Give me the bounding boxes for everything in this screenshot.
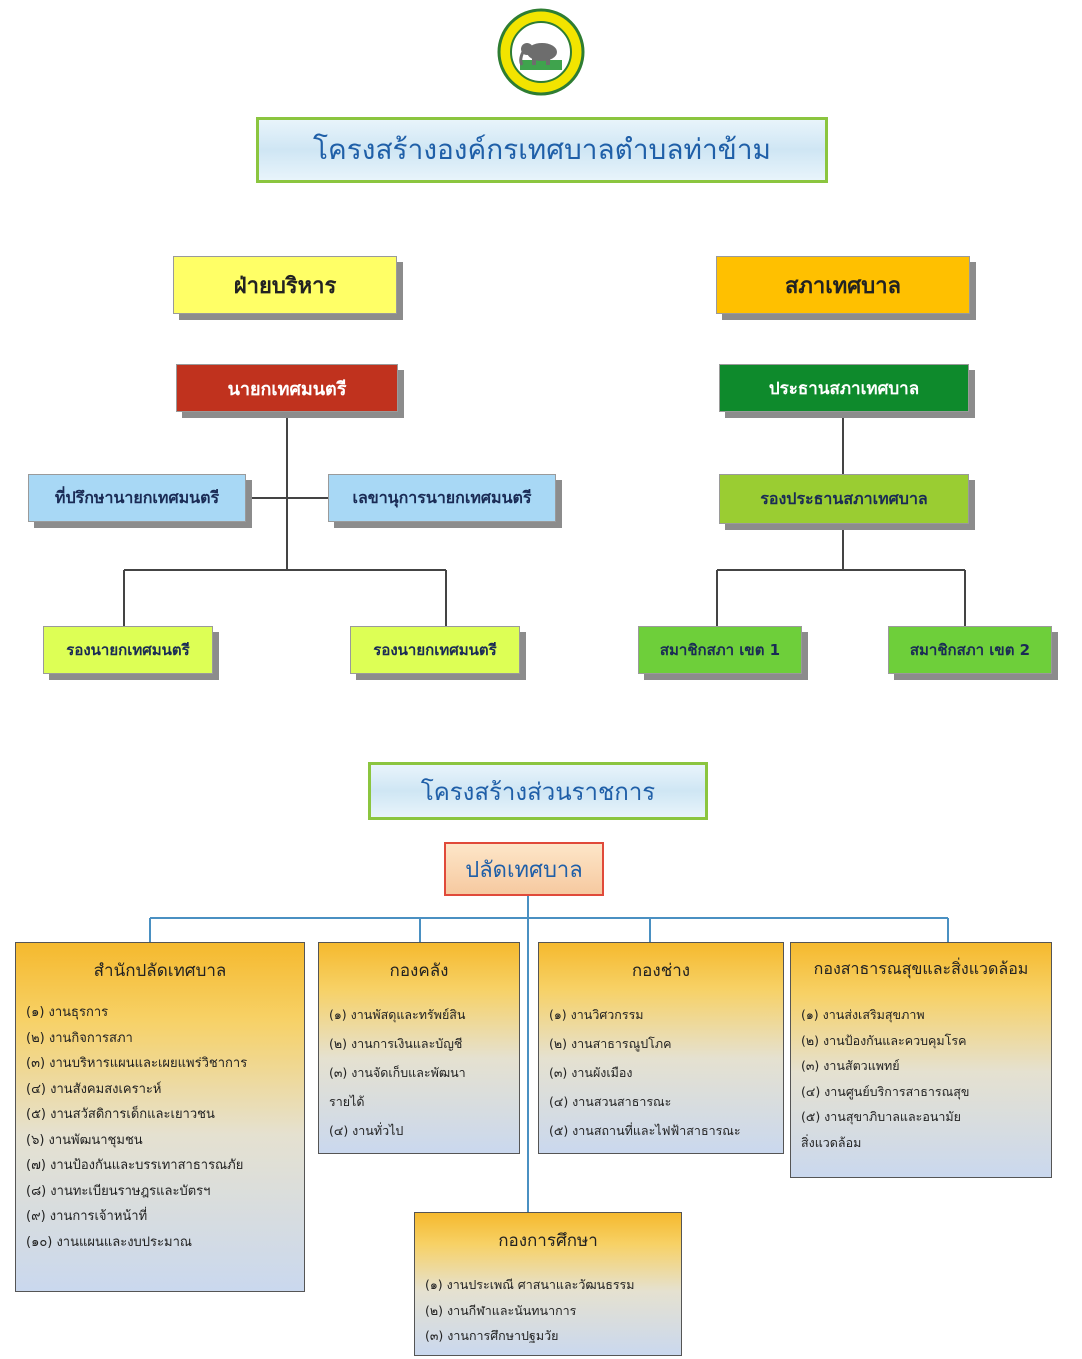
list-item: (๔) งานสวนสาธารณะ — [549, 1094, 672, 1109]
list-item: (๑) งานพัสดุและทรัพย์สิน — [329, 1007, 466, 1022]
department-education: กองการศึกษา (๑) งานประเพณี ศาสนาและวัฒนธ… — [414, 1212, 682, 1356]
clerk-box: ปลัดเทศบาล — [444, 842, 604, 896]
list-item: (๗) งานป้องกันและบรรเทาสาธารณภัย — [26, 1158, 244, 1173]
list-item: (๔) งานทั่วไป — [329, 1123, 404, 1138]
list-item: (๒) งานกีฬาและนันทนาการ — [425, 1302, 577, 1318]
list-item: (๓) งานบริหารแผนและเผยแพร่วิชาการ — [26, 1056, 248, 1071]
mayor-secretary-box: เลขานุการนายกเทศมนตรี — [328, 474, 556, 522]
org-title-text: โครงสร้างองค์กรเทศบาลตำบลท่าข้าม — [312, 133, 771, 166]
council-member-box-1: สมาชิกสภา เขต 1 — [638, 626, 802, 674]
list-item: (๔) งานศูนย์บริการสาธารณสุข — [801, 1083, 970, 1099]
list-item: (๘) งานทะเบียนราษฎรและบัตรฯ — [26, 1183, 211, 1199]
department-name: กองการศึกษา — [498, 1231, 598, 1251]
list-item: (๑) งานวิศวกรรม — [549, 1007, 644, 1022]
list-item: (๒) งานสาธารณูปโภค — [549, 1036, 672, 1051]
executive-header: ฝ่ายบริหาร — [173, 256, 397, 314]
department-name: สำนักปลัดเทศบาล — [93, 961, 227, 981]
government-title: โครงสร้างส่วนราชการ — [368, 762, 708, 820]
list-item: (๑) งานธุรการ — [26, 1005, 109, 1020]
mayor-box: นายกเทศมนตรี — [176, 364, 398, 412]
list-item: (๒) งานการเงินและบัญชี — [329, 1036, 463, 1051]
list-item: (๓) งานจัดเก็บและพัฒนา — [329, 1065, 466, 1080]
department-finance: กองคลัง (๑) งานพัสดุและทรัพย์สิน (๒) งาน… — [318, 942, 520, 1154]
list-item: (๑) งานส่งเสริมสุขภาพ — [801, 1007, 925, 1022]
list-item: สิ่งแวดล้อม — [801, 1134, 862, 1150]
list-item: (๒) งานกิจการสภา — [26, 1030, 133, 1046]
list-item: (๑๐) งานแผนและงบประมาณ — [26, 1234, 192, 1250]
list-item: (๖) งานพัฒนาชุมชน — [26, 1132, 143, 1148]
org-title: โครงสร้างองค์กรเทศบาลตำบลท่าข้าม — [256, 117, 828, 183]
list-item: (๑) งานประเพณี ศาสนาและวัฒนธรรม — [425, 1277, 635, 1292]
department-engineering: กองช่าง (๑) งานวิศวกรรม (๒) งานสาธารณูปโ… — [538, 942, 784, 1154]
list-item: (๓) งานการศึกษาปฐมวัย — [425, 1328, 559, 1343]
list-item: รายได้ — [329, 1094, 365, 1109]
department-name: กองช่าง — [631, 961, 691, 981]
list-item: (๕) งานสถานที่และไฟฟ้าสาธารณะ — [549, 1123, 741, 1138]
deputy-mayor-box-2: รองนายกเทศมนตรี — [350, 626, 520, 674]
list-item: (๒) งานป้องกันและควบคุมโรค — [801, 1032, 967, 1048]
municipal-seal — [496, 8, 586, 96]
list-item: (๔) งานสังคมสงเคราะห์ — [26, 1081, 162, 1097]
list-item: (๙) งานการเจ้าหน้าที่ — [26, 1209, 148, 1224]
department-name: กองคลัง — [389, 961, 449, 981]
department-public-health: กองสาธารณสุขและสิ่งแวดล้อม (๑) งานส่งเสร… — [790, 942, 1052, 1178]
list-item: (๕) งานสวัสดิการเด็กและเยาวชน — [26, 1107, 215, 1122]
deputy-mayor-box-1: รองนายกเทศมนตรี — [43, 626, 213, 674]
department-name: กองสาธารณสุขและสิ่งแวดล้อม — [813, 959, 1029, 978]
list-item: (๓) งานผังเมือง — [549, 1065, 633, 1080]
council-vice-president-box: รองประธานสภาเทศบาล — [719, 474, 969, 524]
council-member-box-2: สมาชิกสภา เขต 2 — [888, 626, 1052, 674]
department-office-of-clerk: สำนักปลัดเทศบาล (๑) งานธุรการ (๒) งานกิจ… — [15, 942, 305, 1292]
mayor-advisor-box: ที่ปรึกษานายกเทศมนตรี — [28, 474, 246, 522]
council-president-box: ประธานสภาเทศบาล — [719, 364, 969, 412]
list-item: (๕) งานสุขาภิบาลและอนามัย — [801, 1109, 961, 1124]
council-header: สภาเทศบาล — [716, 256, 970, 314]
list-item: (๓) งานสัตวแพทย์ — [801, 1058, 900, 1073]
